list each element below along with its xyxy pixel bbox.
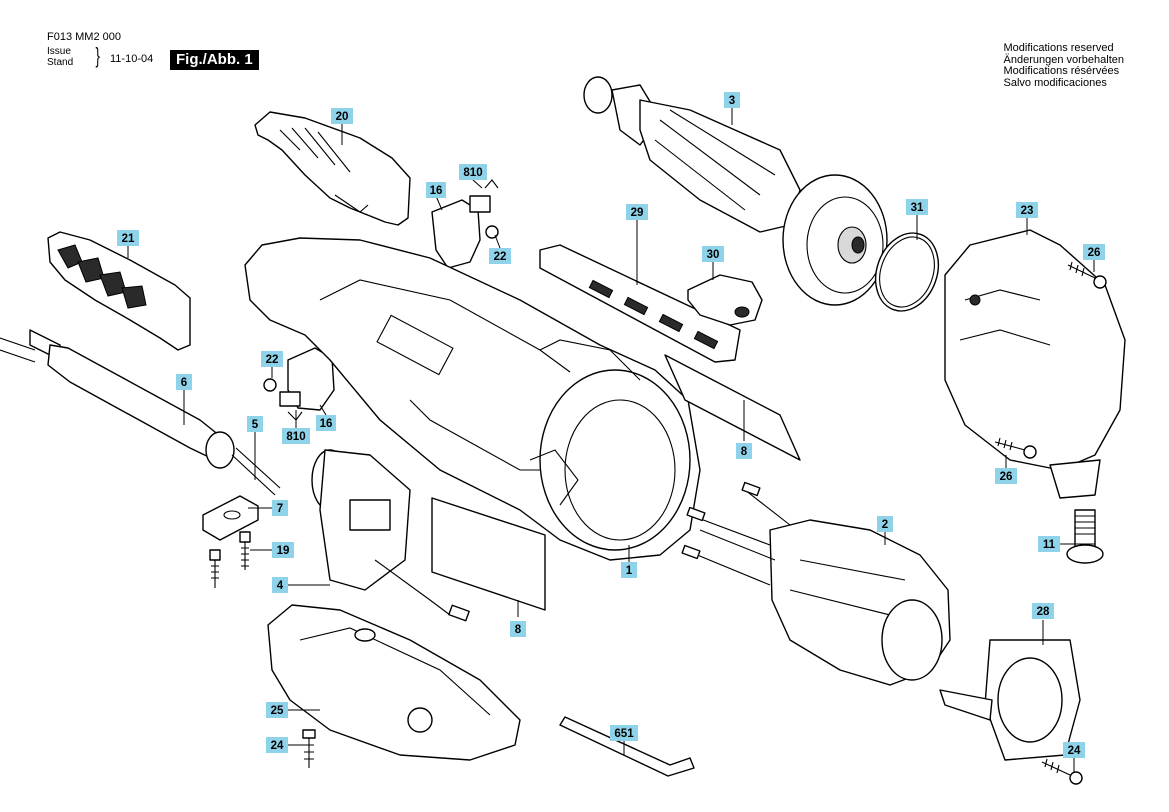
part-label-2: 2	[877, 516, 893, 532]
part-label-22-bottom: 22	[261, 351, 283, 367]
part-label-20: 20	[331, 108, 353, 124]
part-26-screw-bottom	[994, 437, 1037, 459]
part-16-brush-holder-top	[431, 179, 499, 269]
part-19-screws	[209, 531, 251, 588]
part-label-8-lower: 8	[510, 621, 526, 637]
part-label-31-text: 31	[911, 202, 924, 214]
part-25-bottom-cover	[267, 604, 521, 761]
part-label-31: 31	[906, 199, 928, 215]
part-label-22-top: 22	[489, 248, 511, 264]
part-24-screw-left	[302, 729, 316, 768]
part-label-21-text: 21	[122, 233, 135, 245]
part-28-ring-bracket	[939, 639, 1081, 761]
part-label-810-bottom-text: 810	[286, 431, 305, 443]
part-label-810-top: 810	[459, 164, 487, 180]
part-label-8-upper: 8	[736, 443, 752, 459]
part-label-24-left: 24	[266, 737, 288, 753]
issue-label: Issue	[47, 46, 71, 57]
part-21-side-cover	[47, 231, 191, 351]
part-label-7-text: 7	[277, 503, 283, 515]
part-31-o-ring	[874, 232, 940, 312]
part-label-16-bottom-text: 16	[320, 418, 333, 430]
part-label-11: 11	[1038, 536, 1060, 552]
part-label-26-bottom: 26	[995, 468, 1017, 484]
part-29-cover-strip	[539, 244, 741, 363]
part-26-screw-top	[1067, 261, 1107, 289]
part-16-brush-holder-bottom	[263, 347, 335, 421]
part-label-3: 3	[724, 92, 740, 108]
part-20-top-cover	[254, 111, 411, 226]
part-label-8-upper-text: 8	[741, 446, 748, 458]
part-3-armature	[583, 76, 888, 306]
part-label-4-text: 4	[277, 580, 284, 592]
figure-badge: Fig./Abb. 1	[170, 50, 259, 70]
issue-stand-label: Issue Stand	[47, 46, 73, 68]
part-7-cable-clamp	[202, 495, 259, 541]
leader-lines	[127, 108, 1095, 772]
part-label-5-text: 5	[252, 419, 259, 431]
notice-line-de: Änderungen vorbehalten	[1003, 53, 1124, 66]
part-label-24-right: 24	[1063, 742, 1085, 758]
part-4-switch	[311, 449, 470, 622]
part-label-25: 25	[266, 702, 288, 718]
drawing-number: F013 MM2 000	[47, 31, 121, 43]
part-label-21: 21	[117, 230, 139, 246]
part-label-16-top: 16	[426, 182, 446, 198]
part-label-1: 1	[621, 562, 637, 578]
part-label-26-top: 26	[1083, 244, 1105, 260]
part-label-16-bottom: 16	[316, 415, 336, 431]
part-651-hex-key	[559, 716, 695, 777]
part-label-23-text: 23	[1021, 205, 1034, 217]
notice-line-fr: Modifications résérvées	[1003, 65, 1120, 77]
part-label-22-top-text: 22	[494, 251, 507, 263]
issue-date: 11-10-04	[110, 53, 154, 65]
part-label-5: 5	[247, 416, 263, 432]
part-label-6: 6	[176, 374, 192, 390]
stand-label: Stand	[47, 57, 74, 68]
part-label-651: 651	[610, 725, 638, 741]
part-label-1-text: 1	[626, 565, 633, 577]
part-label-30-text: 30	[707, 249, 720, 261]
brace-glyph: }	[95, 43, 100, 68]
part-label-3-text: 3	[729, 95, 735, 107]
part-label-26-top-text: 26	[1088, 247, 1101, 259]
part-label-4: 4	[272, 577, 288, 593]
part-2-field-coil	[681, 481, 951, 686]
part-label-810-bottom: 810	[282, 428, 310, 444]
part-1-main-housing	[244, 237, 701, 561]
part-label-7: 7	[272, 500, 288, 516]
part-label-16-top-text: 16	[430, 185, 443, 197]
part-label-25-text: 25	[271, 705, 284, 717]
part-8-label-upper	[664, 354, 801, 461]
part-6-power-cable	[0, 329, 281, 496]
notice-line-es: Salvo modificaciones	[1003, 76, 1107, 89]
part-label-651-text: 651	[614, 728, 634, 740]
part-label-11-text: 11	[1043, 539, 1056, 551]
part-label-19: 19	[272, 542, 294, 558]
part-label-24-right-text: 24	[1068, 745, 1081, 757]
notice-line-en: Modifications reserved	[1003, 42, 1114, 54]
part-11-clamping-bolt	[1066, 509, 1104, 564]
part-label-19-text: 19	[277, 545, 290, 557]
part-label-6-text: 6	[181, 377, 187, 389]
part-23-gear-head	[944, 229, 1126, 499]
part-label-29-text: 29	[631, 207, 644, 219]
part-8-label-lower	[431, 497, 546, 611]
part-label-22-bottom-text: 22	[266, 354, 279, 366]
part-label-28-text: 28	[1037, 606, 1050, 618]
part-24-screw-right	[1041, 758, 1083, 785]
part-label-810-top-text: 810	[463, 167, 482, 179]
part-label-24-left-text: 24	[271, 740, 284, 752]
part-label-23: 23	[1016, 202, 1038, 218]
part-label-8-lower-text: 8	[515, 624, 522, 636]
part-30-switch-button	[687, 274, 763, 326]
modifications-notice: Modifications reserved Änderungen vorbeh…	[1003, 42, 1124, 89]
part-label-26-bottom-text: 26	[1000, 471, 1013, 483]
part-label-30: 30	[702, 246, 724, 262]
part-label-29: 29	[626, 204, 648, 220]
part-label-20-text: 20	[336, 111, 349, 123]
part-label-28: 28	[1032, 603, 1054, 619]
part-label-2-text: 2	[882, 519, 888, 531]
